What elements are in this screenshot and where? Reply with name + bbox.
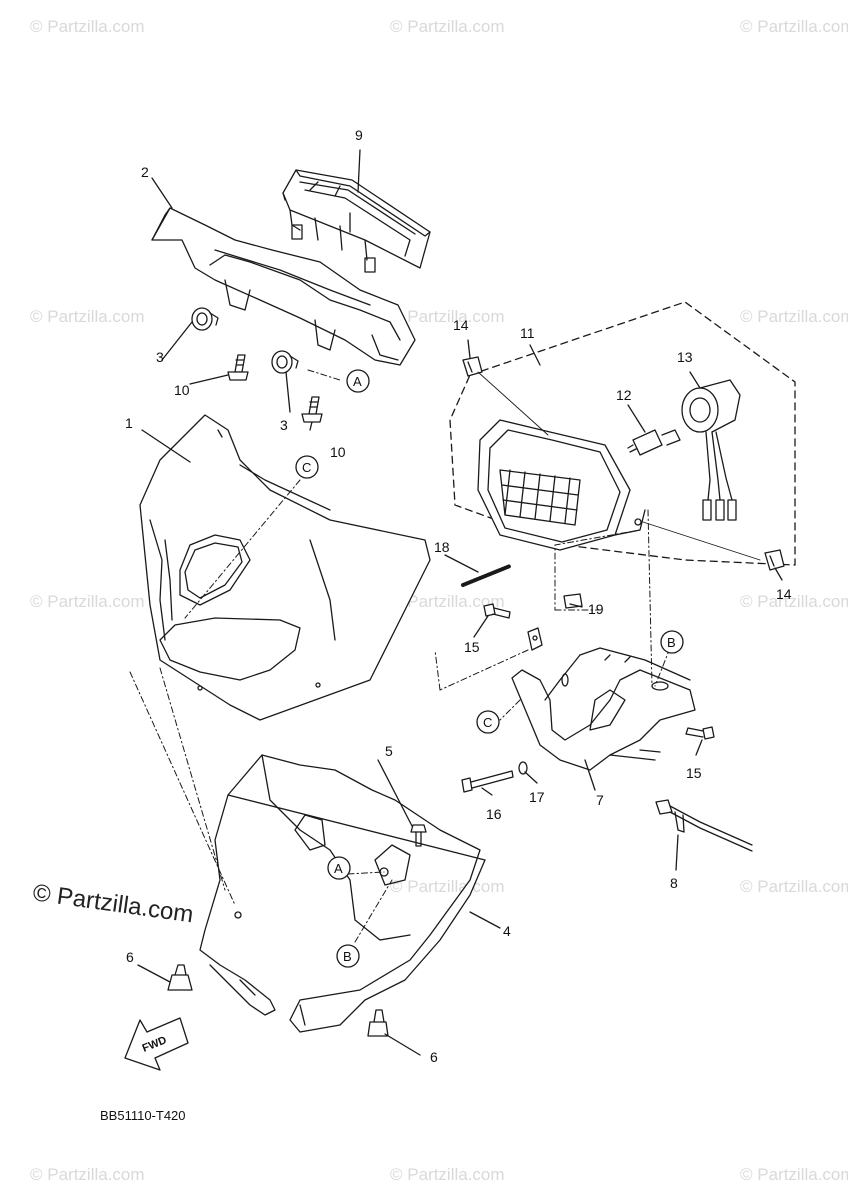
reference-circle	[660, 630, 684, 654]
spring-part	[461, 564, 512, 587]
callout-12: 12	[616, 387, 632, 403]
watermark: © Partzilla.com	[390, 1165, 505, 1184]
callout-3: 3	[156, 349, 164, 365]
bolt-part	[301, 396, 323, 423]
reference-letter-c: C	[483, 715, 492, 730]
callout-18: 18	[434, 539, 450, 555]
callout-16: 16	[486, 806, 502, 822]
nut-part	[563, 593, 583, 609]
callout-1: 1	[125, 415, 133, 431]
washer-part	[518, 761, 528, 775]
callout-14: 14	[776, 586, 792, 602]
meter-cover-part	[151, 207, 416, 366]
lower-cover-part	[199, 754, 486, 1033]
callout-10: 10	[330, 444, 346, 460]
reference-letter-a: A	[353, 374, 362, 389]
grommet-part	[271, 350, 299, 374]
watermark: © Partzilla.com	[30, 17, 145, 36]
watermark: © Partzilla.com	[740, 307, 848, 326]
watermark: © Partzilla.com	[740, 592, 848, 611]
grommet-part	[191, 307, 219, 331]
callout-4: 4	[503, 923, 511, 939]
watermark: © Partzilla.com	[390, 17, 505, 36]
watermark: © Partzilla.com	[390, 592, 505, 611]
long-bolt-part	[461, 770, 514, 793]
callout-19: 19	[588, 601, 604, 617]
watermark: © Partzilla.com	[740, 1165, 848, 1184]
reference-circle	[336, 944, 360, 968]
reference-letter-b: B	[343, 949, 352, 964]
callout-17: 17	[529, 789, 545, 805]
watermark: © Partzilla.com	[30, 592, 145, 611]
clip-part	[764, 549, 785, 571]
bolt-part	[227, 354, 249, 381]
callout-5: 5	[385, 743, 393, 759]
watermark: © Partzilla.com	[30, 1165, 145, 1184]
callout-9: 9	[355, 127, 363, 143]
headlight-assembly-part	[449, 301, 796, 566]
callout-11: 11	[520, 325, 535, 341]
callout-14: 14	[453, 317, 469, 333]
reference-letter-b: B	[667, 635, 676, 650]
callout-15: 15	[464, 639, 480, 655]
meter-assembly-part	[282, 169, 431, 273]
watermark: © Partzilla.com	[740, 17, 848, 36]
reference-circle	[476, 710, 500, 734]
front-cowling-part	[139, 414, 431, 721]
bolt-part	[483, 603, 511, 619]
screw-part	[410, 824, 427, 847]
callout-13: 13	[677, 349, 693, 365]
bolt-part	[685, 726, 715, 740]
cable-tie-part	[655, 799, 753, 852]
callout-15: 15	[686, 765, 702, 781]
connection-lines	[129, 369, 671, 943]
diagram-code: BB51110-T420	[100, 1108, 186, 1123]
clip-part	[462, 356, 483, 377]
reference-letter-c: C	[302, 460, 311, 475]
reference-letter-a: A	[334, 861, 343, 876]
callout-7: 7	[596, 792, 604, 808]
watermark: © Partzilla.com	[390, 877, 505, 896]
rivet-clip-part	[367, 1009, 389, 1037]
watermark: © Partzilla.com	[30, 307, 145, 326]
callout-6: 6	[430, 1049, 438, 1065]
watermark: © Partzilla.com	[390, 307, 505, 326]
callout-10: 10	[174, 382, 190, 398]
socket-part	[681, 379, 741, 521]
reference-circle	[346, 369, 370, 393]
callout-2: 2	[141, 164, 149, 180]
bulb-part	[627, 429, 681, 456]
callout-3: 3	[280, 417, 288, 433]
reference-circle	[327, 856, 351, 880]
reference-circle	[295, 455, 319, 479]
rivet-clip-part	[167, 964, 193, 991]
watermark: © Partzilla.com	[740, 877, 848, 896]
callout-6: 6	[126, 949, 134, 965]
partzilla-watermark: © Partzilla.com	[31, 879, 195, 928]
fwd-arrow-icon	[124, 1017, 189, 1071]
callout-8: 8	[670, 875, 678, 891]
